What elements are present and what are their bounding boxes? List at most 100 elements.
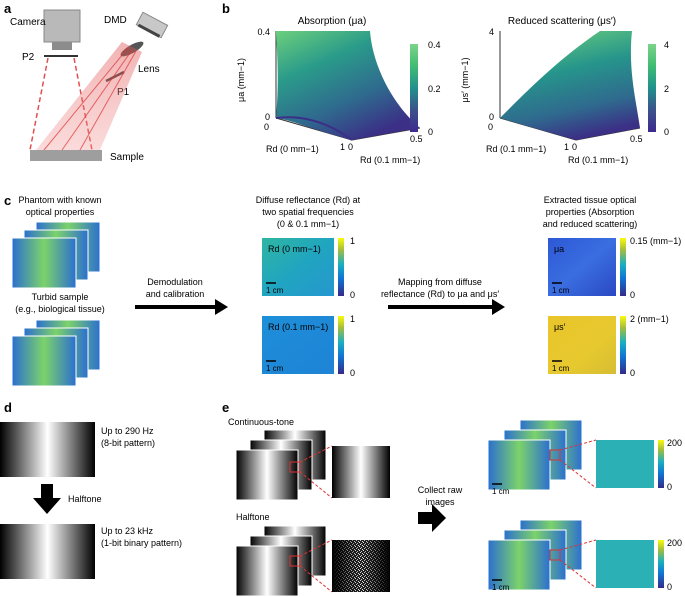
mus-colorbar	[620, 316, 626, 374]
raw-bottom-zoom-box	[549, 549, 561, 561]
panel-a-letter: a	[4, 1, 12, 16]
halftone-zoom-box	[289, 555, 301, 567]
collect-arrow-icon	[418, 504, 446, 532]
raw-top-cbar-top: 200	[667, 438, 682, 448]
absorption-y-tick-max: 0.5	[410, 134, 423, 144]
mapping-label-line2: reflectance (Rd) to μa and μs′	[381, 289, 499, 299]
scattering-surface	[500, 31, 640, 140]
mus-image	[548, 316, 616, 374]
absorption-title: Absorption (μa)	[298, 16, 367, 27]
mua-cbar-top: 0.15 (mm−1)	[630, 236, 681, 246]
demod-label-line1: Demodulation	[147, 277, 203, 287]
mua-tag: μa	[554, 244, 564, 254]
mapping-arrow-icon	[388, 299, 505, 315]
rd0-scalebar-label: 1 cm	[266, 286, 284, 295]
absorption-colorbar	[410, 44, 418, 132]
scattering-y-tick-0: 0	[572, 142, 577, 152]
absorption-z-label: μa (mm−1)	[236, 58, 246, 102]
continuous-zoom-box	[289, 461, 301, 473]
rd01-colorbar	[338, 316, 344, 374]
camera-lens-icon	[52, 42, 72, 50]
sample-label: Sample	[110, 152, 144, 163]
raw-image-stack-top	[487, 419, 583, 491]
binary-pattern-image	[0, 524, 95, 579]
scattering-z-tick-max: 4	[489, 27, 494, 37]
continuous-pattern-stack	[235, 429, 327, 501]
rd0-cbar-top: 1	[350, 236, 355, 246]
panel-d-letter: d	[4, 400, 12, 415]
diffuse-label-line3: (0 & 0.1 mm−1)	[277, 219, 339, 229]
extract-label-line2: properties (Absorption	[546, 207, 635, 217]
raw-bottom-colorbar	[658, 540, 664, 588]
d-bottom-line1: Up to 23 kHz	[101, 526, 154, 536]
absorption-z-tick-max: 0.4	[257, 27, 270, 37]
rd01-image	[262, 316, 334, 374]
panel-e: e Continuous-tone Halftone Collect raw i…	[222, 400, 682, 597]
e-halftone-label: Halftone	[236, 512, 270, 522]
mus-tag: μs′	[554, 322, 566, 332]
phantom-label-line2: optical properties	[26, 207, 95, 217]
panel-c-letter: c	[4, 193, 11, 208]
mua-colorbar	[620, 238, 626, 296]
mus-cbar-top: 2 (mm−1)	[630, 314, 669, 324]
continuous-pattern-image	[0, 422, 95, 477]
rd0-image	[262, 238, 334, 296]
collect-label-line1: Collect raw	[418, 485, 463, 495]
demod-arrow-icon	[135, 299, 228, 315]
demod-label-line2: and calibration	[146, 289, 205, 299]
absorption-x-label: Rd (0 mm−1)	[266, 144, 319, 154]
rd01-tag: Rd (0.1 mm−1)	[268, 322, 328, 332]
scattering-y-tick-max: 0.5	[630, 134, 643, 144]
scattering-z-tick-min: 0	[489, 112, 494, 122]
dmd-icon	[135, 11, 169, 39]
raw-top-zoom-image	[596, 440, 654, 488]
scattering-colorbar	[648, 44, 656, 132]
absorption-cbar-tick-bottom: 0	[428, 127, 433, 137]
absorption-cbar-tick-mid: 0.2	[428, 84, 441, 94]
camera-label: Camera	[10, 17, 46, 28]
absorption-cbar-tick-top: 0.4	[428, 40, 441, 50]
d-top-line2: (8-bit pattern)	[101, 438, 155, 448]
absorption-x-tick-0: 0	[264, 122, 269, 132]
extract-label-line3: and reduced scattering)	[543, 219, 638, 229]
diffuse-label-line2: two spatial frequencies	[262, 207, 354, 217]
raw-image-stack-bottom	[487, 519, 583, 591]
scattering-y-label: Rd (0.1 mm−1)	[568, 155, 628, 165]
mus-cbar-bottom: 0	[630, 368, 635, 378]
raw-bottom-scalebar-label: 1 cm	[492, 583, 510, 592]
absorption-y-label: Rd (0.1 mm−1)	[360, 155, 420, 165]
mua-image	[548, 238, 616, 296]
lens-label: Lens	[138, 64, 160, 75]
raw-bottom-zoom-image	[596, 540, 654, 588]
absorption-x-tick-1: 1	[340, 142, 345, 152]
halftone-zoom-image	[332, 540, 390, 592]
scattering-title: Reduced scattering (μs′)	[508, 16, 616, 27]
rd01-scalebar-label: 1 cm	[266, 364, 284, 373]
mapping-label-line1: Mapping from diffuse	[398, 277, 482, 287]
panel-c: c Phantom with known optical properties …	[4, 193, 681, 387]
extract-label-line1: Extracted tissue optical	[544, 195, 637, 205]
scattering-cbar-tick-top: 4	[664, 40, 669, 50]
camera-icon	[43, 9, 81, 43]
dmd-label: DMD	[104, 15, 127, 26]
scattering-x-tick-0: 0	[488, 122, 493, 132]
rd0-tag: Rd (0 mm−1)	[268, 244, 321, 254]
raw-top-colorbar	[658, 440, 664, 488]
d-bottom-line2: (1-bit binary pattern)	[101, 538, 182, 548]
turbid-image-stack	[11, 319, 101, 387]
rd0-cbar-bottom: 0	[350, 290, 355, 300]
raw-top-cbar-bottom: 0	[667, 482, 672, 492]
raw-top-scalebar-label: 1 cm	[492, 487, 510, 496]
e-continuous-label: Continuous-tone	[228, 417, 294, 427]
halftone-down-arrow-icon	[33, 484, 61, 514]
scattering-cbar-tick-bottom: 0	[664, 127, 669, 137]
scattering-cbar-tick-mid: 2	[664, 84, 669, 94]
turbid-label-line2: (e.g., biological tissue)	[15, 304, 105, 314]
polarizer-p2-icon	[44, 55, 78, 57]
d-halftone-label: Halftone	[68, 494, 102, 504]
panel-b-letter: b	[222, 1, 230, 16]
collect-label-line2: images	[425, 497, 455, 507]
d-top-line1: Up to 290 Hz	[101, 426, 154, 436]
turbid-label-line1: Turbid sample	[32, 292, 89, 302]
